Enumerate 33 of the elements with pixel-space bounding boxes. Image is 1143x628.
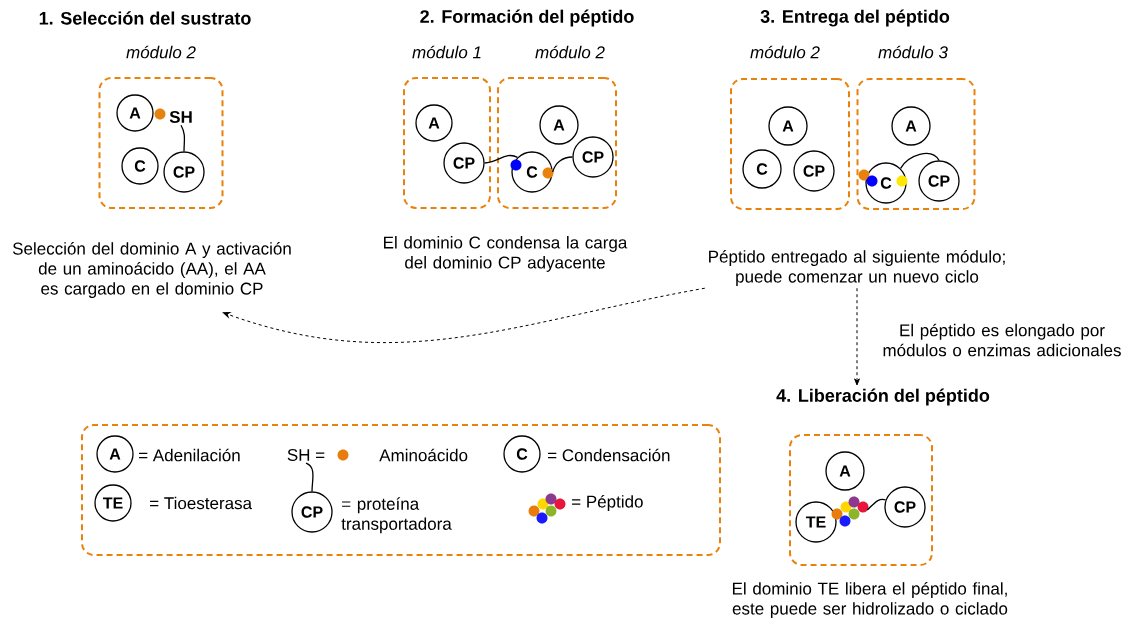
edge-label: El péptido es elongado por módulos o enzimas adicionales [876, 322, 1128, 358]
arrow [222, 287, 706, 344]
tether-line [180, 124, 186, 152]
tether-line [305, 462, 314, 492]
description-text: El dominio TE libera el péptido final, este puede ser hidrolizado o ciclado [732, 581, 1008, 618]
legend-text: = proteína transportadora [341, 497, 452, 534]
legend-text: = Adenilación [139, 448, 240, 462]
peptide-drawing [831, 496, 869, 527]
description-text: Péptido entregado al siguiente módulo; puede comenzar un nuevo ciclo [709, 249, 1005, 286]
step-title: 4. Liberación del péptido [776, 388, 990, 406]
module-label: módulo 2 [750, 45, 820, 59]
step-title: 3. Entrega del péptido [760, 9, 950, 27]
legend-box [81, 424, 721, 556]
legend-text: = Condensación [548, 448, 670, 462]
step-title: 2. Formación del péptido [420, 9, 634, 27]
tether-line [866, 498, 887, 511]
legend-text: = Tioesterasa [150, 496, 253, 510]
legend-text: SH = [287, 448, 325, 461]
module-label: módulo 3 [878, 45, 948, 59]
thiol-label: SH [169, 111, 192, 123]
tether-line [484, 154, 519, 164]
legend-text: = Péptido [572, 494, 643, 511]
module-label: módulo 2 [126, 45, 196, 59]
description-text: Selección del dominio A y activación de un aminoácido (AA), el AA es cargado en el dominio CP [12, 241, 291, 298]
description-text: El dominio C condensa la carga del dominio CP adyacente [384, 236, 628, 272]
module-label: módulo 1 [412, 45, 481, 59]
module-box [789, 434, 933, 566]
step-title: 1. Selección del sustrato [39, 11, 251, 25]
legend-text: Aminoácido [379, 448, 468, 462]
tether-line [899, 152, 940, 170]
arrow [854, 287, 860, 386]
tether-line [552, 156, 573, 173]
module-label: módulo 2 [535, 45, 605, 59]
